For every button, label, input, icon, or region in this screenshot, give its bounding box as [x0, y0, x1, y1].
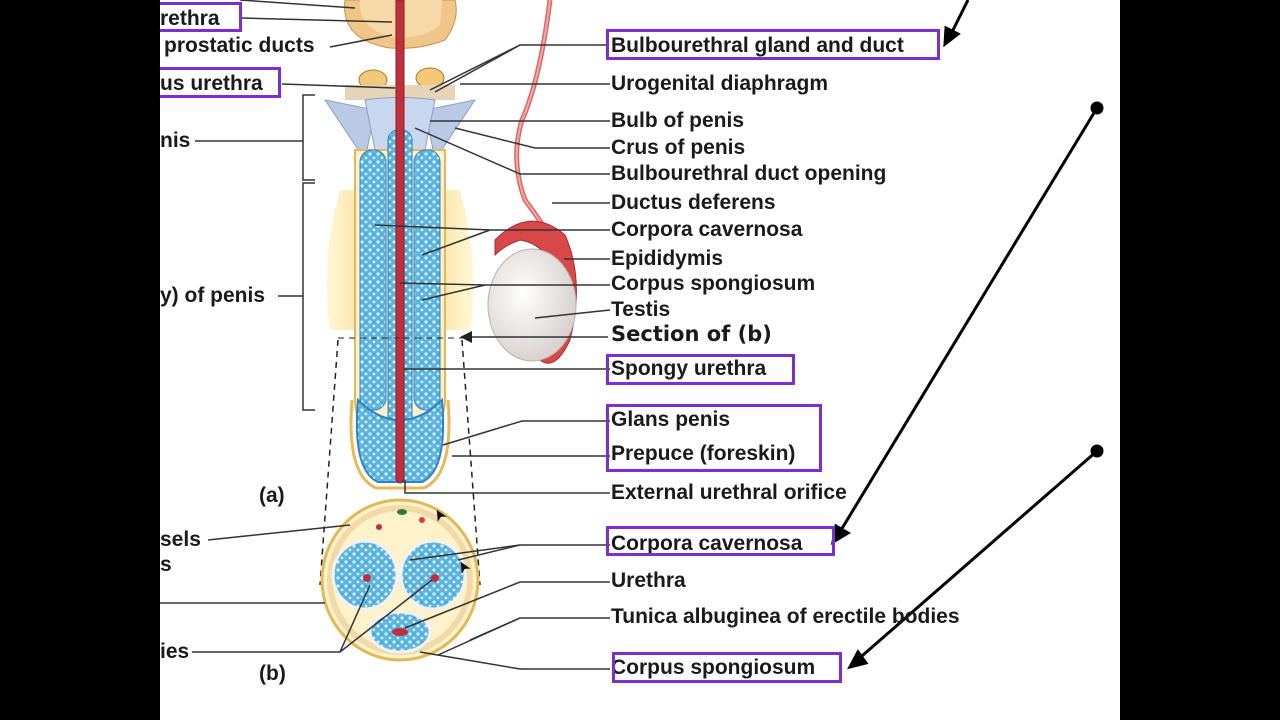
label-testis: Testis [611, 298, 671, 321]
label-bulbourethral-duct-opening: Bulbourethral duct opening [611, 162, 887, 185]
label-s-partial: s [160, 553, 172, 576]
label-section-of-b: Section of (b) [611, 322, 772, 346]
corpus-cavernosum-left [359, 149, 387, 411]
label-prostatic-ducts: prostatic ducts [164, 34, 315, 57]
pen-annotations [830, 0, 1104, 670]
left-leader-lines [160, 0, 433, 653]
corpus-cavernosum-right [413, 149, 441, 411]
label-vessels-partial: sels [160, 528, 201, 551]
highlight-box-urethra [160, 2, 242, 32]
label-ductus-deferens: Ductus deferens [611, 191, 776, 214]
label-bulbourethral-gland-duct: Bulbourethral gland and duct [611, 34, 904, 57]
label-urethra-partial: rethra [160, 7, 220, 30]
highlight-box-spongy-urethra [606, 354, 795, 385]
label-prepuce: Prepuce (foreskin) [611, 442, 796, 465]
label-corpora-cavernosa-a: Corpora cavernosa [611, 218, 803, 241]
label-bodies-partial: ies [160, 640, 190, 663]
label-bulb-of-penis: Bulb of penis [611, 109, 744, 132]
label-corpus-spongiosum-a: Corpus spongiosum [611, 272, 816, 295]
label-crus-of-penis: Crus of penis [611, 136, 746, 159]
highlight-box-glans-prepuce [606, 404, 822, 472]
section-arrow-head [460, 331, 472, 343]
highlight-box-membranous-urethra [160, 67, 281, 98]
label-corpus-spongiosum-b: Corpus spongiosum [611, 656, 816, 679]
highlight-box-bulbourethral [606, 29, 940, 60]
penis-anatomy-illustration [160, 0, 1104, 670]
label-epididymis: Epididymis [611, 247, 724, 270]
label-body-of-penis-partial: y) of penis [160, 284, 266, 307]
urethra [395, 0, 405, 484]
right-leader-lines [374, 44, 611, 670]
label-external-urethral-orifice: External urethral orifice [611, 481, 847, 504]
body-bracket [302, 182, 315, 411]
label-corpora-cavernosa-b: Corpora cavernosa [611, 532, 803, 555]
label-urogenital-diaphragm: Urogenital diaphragm [611, 72, 829, 95]
label-membranous-urethra-partial: us urethra [160, 72, 263, 95]
label-tunica-albuginea: Tunica albuginea of erectile bodies [611, 605, 960, 628]
figure-label-a: (a) [259, 484, 285, 507]
label-spongy-urethra: Spongy urethra [611, 357, 767, 380]
label-root-of-penis-partial: nis [160, 129, 191, 152]
figure-label-b: (b) [259, 662, 286, 685]
highlight-box-corpus-spongiosum [612, 652, 842, 683]
root-bracket [302, 94, 315, 181]
highlight-box-corpora-cavernosa [606, 526, 835, 556]
label-urethra: Urethra [611, 569, 686, 592]
label-glans-penis: Glans penis [611, 408, 731, 431]
testis [487, 248, 577, 362]
anatomy-slide: rethra prostatic ducts us urethra nis y)… [160, 0, 1120, 720]
